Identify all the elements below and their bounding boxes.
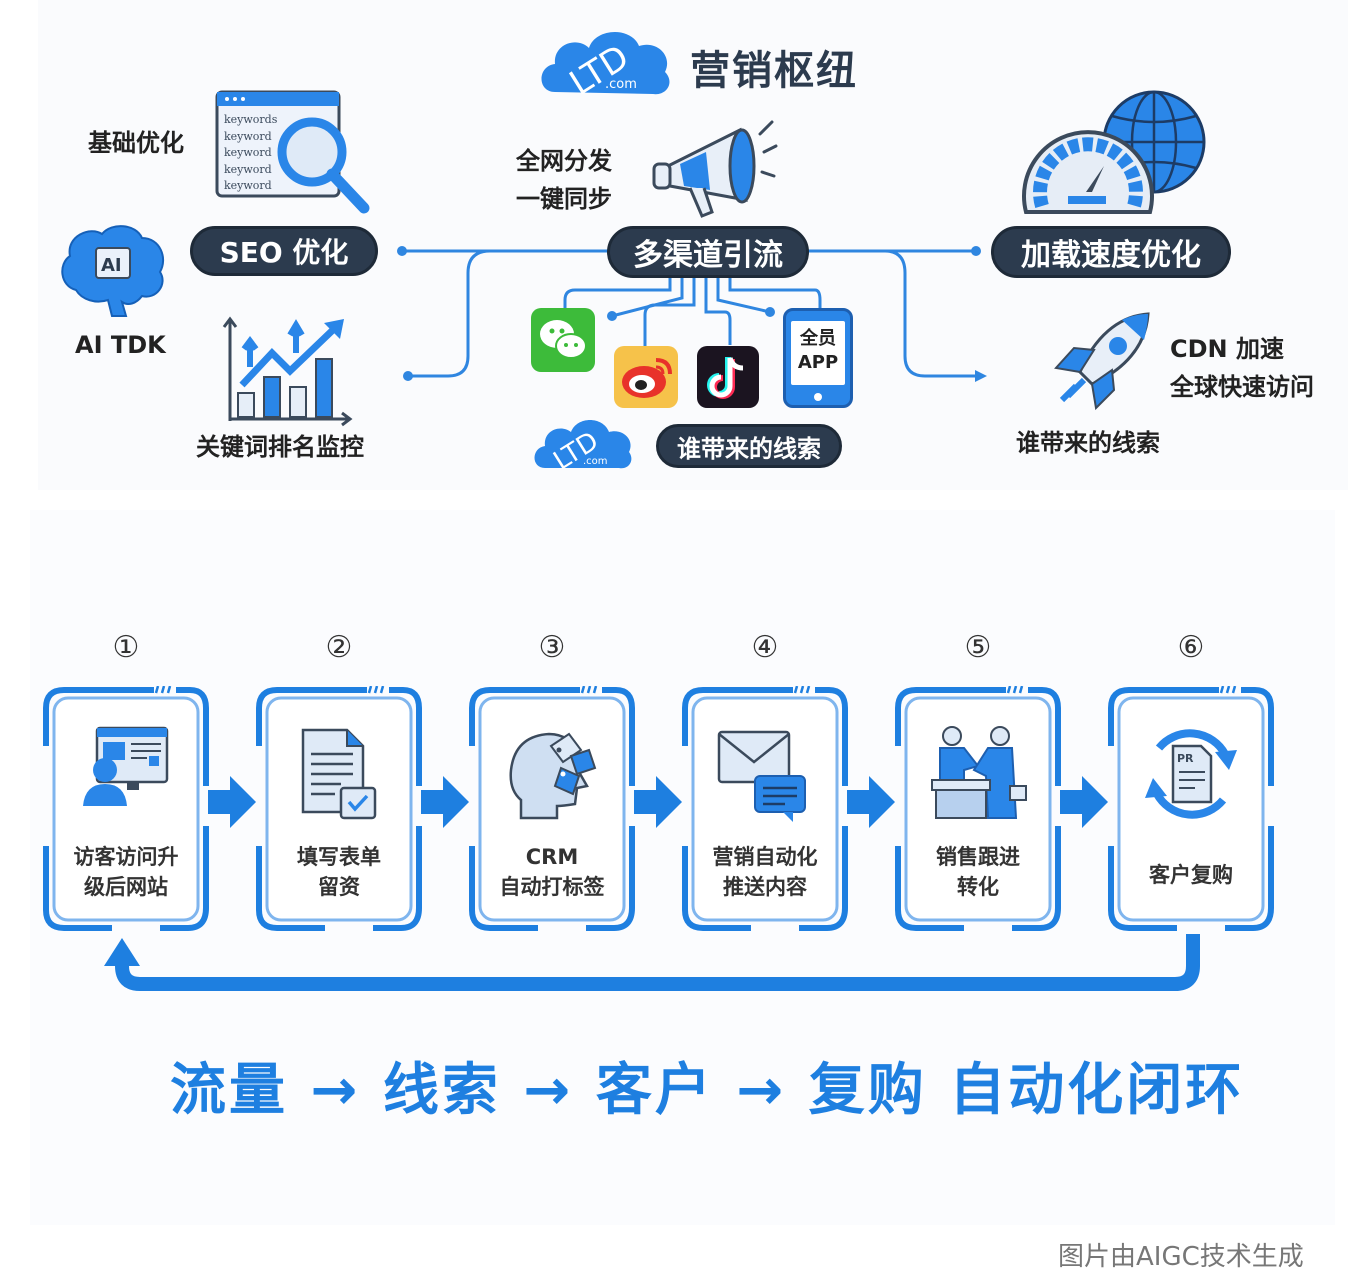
step-card[interactable]: CRM 自动打标签 [468, 686, 636, 932]
ltd-logo: LTD .com [535, 22, 675, 104]
step-label-line2: 推送内容 [723, 875, 807, 900]
step-card[interactable]: PR 客户复购 [1107, 686, 1275, 932]
keyword-rank-monitor-label: 关键词排名监控 [196, 433, 364, 461]
aigc-credit: 图片由AIGC技术生成 [1058, 1242, 1304, 1272]
step-label-line2: 级后网站 [84, 875, 168, 900]
broadcast-caption: 全网分发 一键同步 [516, 142, 612, 218]
crm-tag-head-icon [468, 726, 636, 822]
seo-optimization-pill: SEO 优化 [190, 226, 378, 276]
ai-brain-icon: AI [56, 220, 170, 318]
doc-icon-text: PR [1177, 752, 1194, 765]
step-number: ⑤ [964, 630, 992, 665]
keyword-item: keyword [224, 179, 272, 192]
step-label-line1: 填写表单 [297, 845, 381, 869]
step-label: 客户复购 [1107, 860, 1275, 890]
step-label: 填写表单留资 [255, 842, 423, 903]
step-label-line2: 留资 [318, 875, 360, 900]
load-speed-pill: 加载速度优化 [991, 226, 1231, 278]
step-number: ① [112, 630, 140, 665]
step-number: ④ [751, 630, 779, 665]
wechat-icon[interactable] [531, 308, 595, 372]
logo-sub: .com [605, 77, 637, 92]
weibo-icon[interactable] [614, 346, 678, 408]
flow-arrows [104, 776, 1200, 991]
repurchase-cycle-icon: PR [1107, 726, 1275, 822]
keyword-item: keywords [224, 113, 278, 126]
step-card[interactable]: 销售跟进转化 [894, 686, 1062, 932]
small-logo-sub: .com [583, 456, 608, 467]
connector-lines [397, 246, 987, 382]
broadcast-caption-line1: 全网分发 [516, 147, 612, 175]
step-label-line2: 转化 [957, 875, 999, 900]
step-card[interactable]: 营销自动化推送内容 [681, 686, 849, 932]
step-label-line2: 自动打标签 [499, 875, 605, 900]
step-label-line1: CRM [525, 845, 579, 869]
rocket-icon [1048, 310, 1152, 414]
step-arrow [847, 776, 895, 828]
right-leads-label: 谁带来的线索 [1016, 429, 1160, 457]
handshake-icon [894, 726, 1062, 822]
step-arrow [634, 776, 682, 828]
step-arrow [208, 776, 256, 828]
cdn-line2: 全球快速访问 [1170, 373, 1314, 401]
step-number: ⑥ [1177, 630, 1205, 665]
step-label-line1: 访客访问升 [73, 845, 179, 869]
app-label-line2: APP [797, 352, 839, 373]
speed-globe-icon [1020, 88, 1210, 216]
visitor-website-icon [42, 726, 210, 806]
loop-back-arrow [115, 934, 1200, 991]
leads-source-pill: 谁带来的线索 [656, 424, 842, 468]
step-label: 销售跟进转化 [894, 842, 1062, 903]
closed-loop-slogan: 流量 → 线索 → 客户 → 复购 自动化闭环 [170, 1058, 1245, 1123]
tiktok-icon[interactable] [697, 346, 759, 408]
ai-tdk-label: AI TDK [75, 331, 166, 359]
cdn-caption: CDN 加速 全球快速访问 [1170, 330, 1314, 406]
ltd-small-logo: LTD .com [531, 412, 635, 476]
page-title: 营销枢纽 [690, 48, 858, 94]
employee-app-phone-icon[interactable]: 全员 APP [783, 308, 853, 408]
step-label-line1: 销售跟进 [936, 845, 1020, 869]
basic-optimization-label: 基础优化 [88, 129, 184, 157]
keyword-item: keyword [224, 129, 272, 143]
step-label: 访客访问升级后网站 [42, 842, 210, 903]
step-label-line1: 客户复购 [1149, 863, 1233, 887]
keyword-item: keyword [224, 146, 272, 159]
seo-keywords-search-icon [214, 90, 374, 214]
step-label-line1: 营销自动化 [712, 845, 818, 869]
keyword-item: keyword [224, 162, 272, 176]
phone-home-button [814, 393, 822, 401]
loop-back-arrowhead [104, 938, 140, 966]
multi-channel-hub-pill: 多渠道引流 [607, 226, 809, 278]
form-document-icon [255, 726, 423, 822]
keywords-list: keywords keyword keyword keyword keyword [224, 112, 277, 195]
app-label-line1: 全员 [800, 328, 836, 349]
step-arrow [421, 776, 469, 828]
email-message-icon [681, 726, 849, 822]
broadcast-caption-line2: 一键同步 [516, 185, 612, 213]
phone-screen: 全员 APP [791, 321, 845, 385]
ranking-chart-icon [220, 315, 356, 427]
cdn-line1: CDN 加速 [1170, 335, 1284, 363]
step-label: 营销自动化推送内容 [681, 842, 849, 903]
ai-chip-text: AI [101, 255, 122, 276]
step-arrow [1060, 776, 1108, 828]
megaphone-icon [650, 116, 780, 220]
step-card[interactable]: 访客访问升级后网站 [42, 686, 210, 932]
step-number: ③ [538, 630, 566, 665]
step-card[interactable]: 填写表单留资 [255, 686, 423, 932]
step-number: ② [325, 630, 353, 665]
step-label: CRM 自动打标签 [468, 842, 636, 903]
